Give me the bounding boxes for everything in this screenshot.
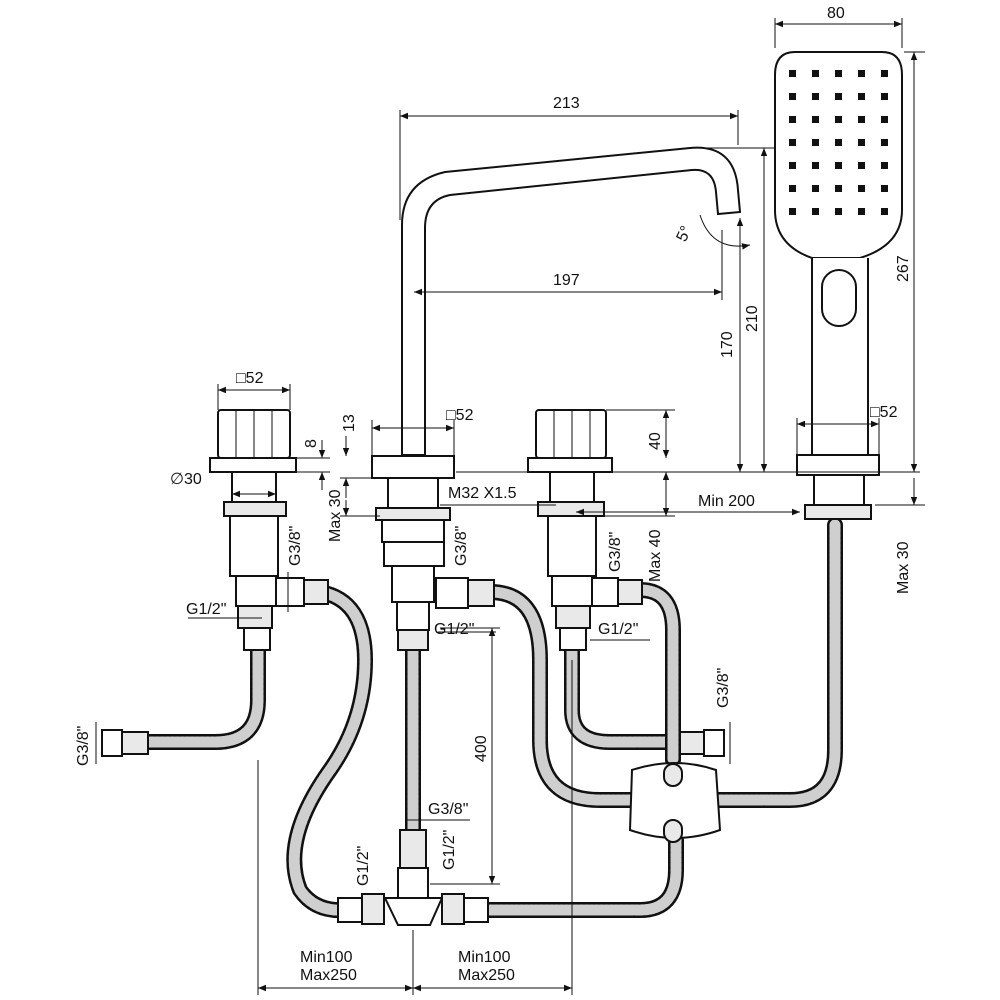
label-g12-left: G1/2" xyxy=(186,601,226,618)
tee-connector xyxy=(337,829,489,926)
label-spout-angle: 5° xyxy=(674,223,696,244)
label-handshower-length: 267 xyxy=(895,255,912,282)
handshower xyxy=(774,51,903,520)
diverter xyxy=(628,762,722,843)
nozzle xyxy=(835,162,842,169)
nozzle xyxy=(858,185,865,192)
label-dim-8: 8 xyxy=(303,439,320,448)
label-g12-center: G1/2" xyxy=(434,621,474,638)
nozzle xyxy=(835,139,842,146)
label-handshower-width: 80 xyxy=(827,5,845,22)
nozzle xyxy=(812,208,819,215)
nozzle xyxy=(858,116,865,123)
nozzle xyxy=(881,70,888,77)
nozzle xyxy=(789,70,796,77)
hose-ends xyxy=(101,729,725,757)
nozzle xyxy=(881,162,888,169)
nozzle xyxy=(881,116,888,123)
label-spout-reach-total: 213 xyxy=(553,95,580,112)
nozzle xyxy=(858,70,865,77)
right-valve xyxy=(527,409,643,651)
label-g38-tee: G3/8" xyxy=(428,801,468,818)
nozzle xyxy=(789,93,796,100)
nozzle xyxy=(881,208,888,215)
nozzle xyxy=(812,116,819,123)
label-min100-right: Min100 xyxy=(458,949,511,966)
nozzle xyxy=(881,185,888,192)
label-g12-right: G1/2" xyxy=(598,621,638,638)
label-g38-left-valve: G3/8" xyxy=(287,526,304,566)
label-g12-tee-left: G1/2" xyxy=(355,846,372,886)
label-max250-left: Max250 xyxy=(300,967,357,984)
label-g38-right-end: G3/8" xyxy=(715,668,732,708)
nozzle xyxy=(881,93,888,100)
label-min100-left: Min100 xyxy=(300,949,353,966)
label-hose-400: 400 xyxy=(473,735,490,762)
spout xyxy=(371,146,742,651)
nozzle xyxy=(812,70,819,77)
label-square-52-right: □52 xyxy=(870,404,898,421)
label-spout-reach: 197 xyxy=(553,272,580,289)
label-handle-height: 40 xyxy=(647,432,664,450)
nozzle xyxy=(835,116,842,123)
nozzle xyxy=(881,139,888,146)
label-g38-right-valve: G3/8" xyxy=(607,532,624,572)
label-thread-m32: M32 X1.5 xyxy=(448,485,517,502)
label-max-30-left: Max 30 xyxy=(327,489,344,542)
label-spout-height-total: 210 xyxy=(744,305,761,332)
nozzle xyxy=(812,185,819,192)
dimension-lines xyxy=(95,18,925,995)
nozzle xyxy=(835,70,842,77)
nozzle xyxy=(812,162,819,169)
label-diameter-30: ∅30 xyxy=(170,471,202,488)
nozzle xyxy=(789,162,796,169)
nozzle xyxy=(835,208,842,215)
label-spout-height-outlet: 170 xyxy=(719,331,736,358)
nozzle xyxy=(812,93,819,100)
label-max-30-right: Max 30 xyxy=(895,541,912,594)
label-g38-center: G3/8" xyxy=(453,526,470,566)
nozzle xyxy=(858,162,865,169)
nozzle xyxy=(858,208,865,215)
nozzle xyxy=(858,139,865,146)
nozzle xyxy=(812,139,819,146)
nozzle xyxy=(835,185,842,192)
label-g12-tee-right: G1/2" xyxy=(441,830,458,870)
label-g38-left-end: G3/8" xyxy=(75,726,92,766)
dimension-labels: 80 213 197 5° 170 210 267 □52 □52 □52 40… xyxy=(75,5,912,984)
label-dim-13: 13 xyxy=(341,414,358,432)
nozzle xyxy=(789,185,796,192)
hoses xyxy=(132,517,843,919)
nozzle xyxy=(789,116,796,123)
label-max-40: Max 40 xyxy=(647,529,664,582)
nozzle-grid xyxy=(789,70,888,215)
nozzle xyxy=(835,93,842,100)
nozzle xyxy=(789,139,796,146)
label-max250-right: Max250 xyxy=(458,967,515,984)
left-valve xyxy=(209,409,329,651)
nozzle xyxy=(858,93,865,100)
label-min-200: Min 200 xyxy=(698,493,755,510)
label-square-52-center: □52 xyxy=(446,407,474,424)
nozzle xyxy=(789,208,796,215)
label-square-52-left: □52 xyxy=(236,370,264,387)
